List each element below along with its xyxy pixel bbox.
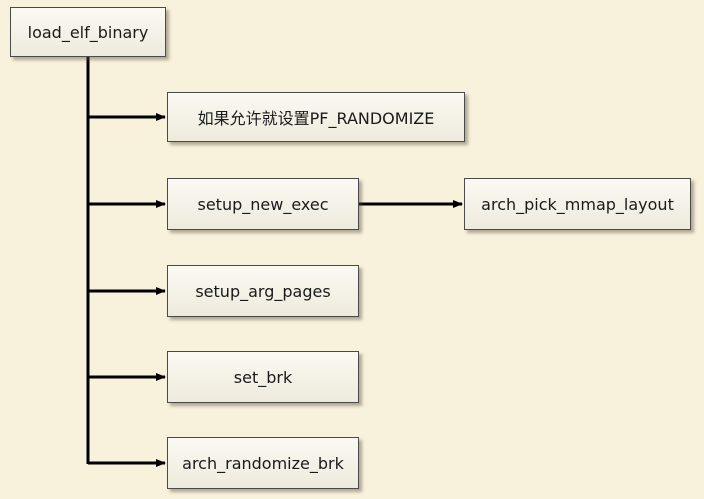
node-label: setup_arg_pages [195, 281, 331, 301]
node-label: setup_new_exec [197, 194, 329, 214]
node-load-elf-binary: load_elf_binary [10, 7, 166, 57]
node-label: set_brk [233, 367, 293, 387]
node-label: arch_randomize_brk [182, 453, 344, 473]
node-set-brk: set_brk [167, 351, 359, 403]
node-label: load_elf_binary [27, 22, 149, 42]
node-set-pf-randomize: 如果允许就设置PF_RANDOMIZE [167, 92, 465, 142]
node-setup-new-exec: setup_new_exec [167, 178, 359, 230]
node-arch-randomize-brk: arch_randomize_brk [167, 437, 359, 489]
node-label: arch_pick_mmap_layout [481, 194, 674, 214]
node-arch-pick-mmap-layout: arch_pick_mmap_layout [464, 178, 691, 230]
node-setup-arg-pages: setup_arg_pages [167, 265, 359, 317]
node-label: 如果允许就设置PF_RANDOMIZE [197, 109, 435, 128]
